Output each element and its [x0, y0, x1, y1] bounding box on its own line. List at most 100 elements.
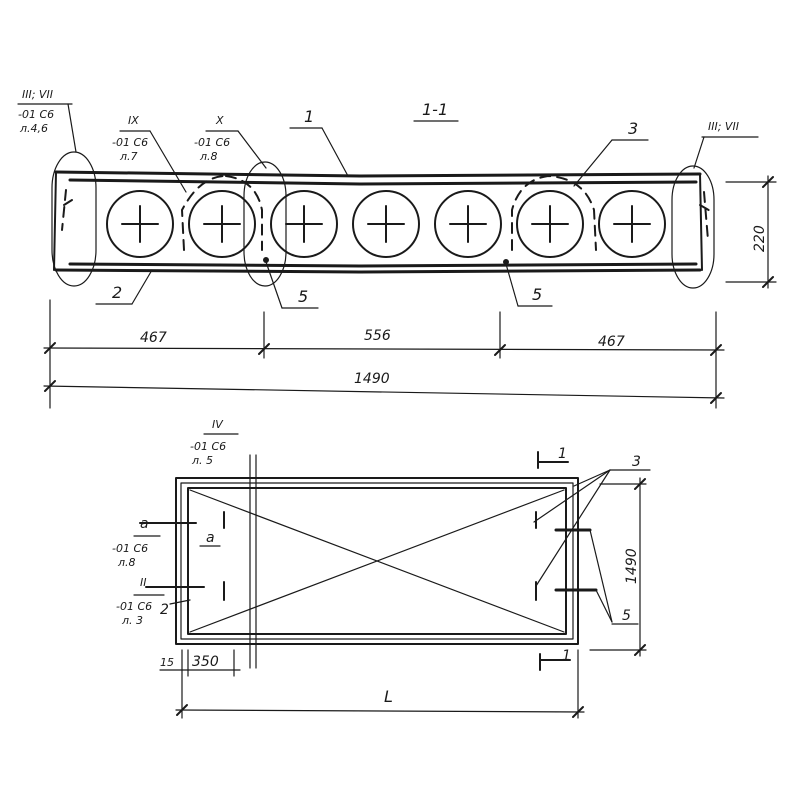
height-tick-bottom [762, 276, 774, 288]
void-circle [270, 190, 338, 258]
position-2: 2 [112, 283, 122, 302]
slab-left-end [53, 171, 57, 271]
dim-line-parts [43, 347, 725, 351]
height-tick-top [762, 176, 774, 188]
right-end-detail [699, 191, 713, 241]
plan-callout-iv-roman: IV [212, 418, 224, 431]
dim-467-left: 467 [140, 330, 167, 346]
plan-callout-iv-sheet: -01 C6 [190, 440, 226, 453]
plan-diagonal-2 [189, 489, 565, 633]
plan-length-tick-left [176, 704, 188, 716]
plan-width-tick-top [634, 478, 646, 490]
dim-467-right: 467 [598, 334, 625, 350]
plan-position-5-leader-2 [595, 589, 613, 623]
plan-width-tick-bottom [634, 644, 646, 656]
plan-dim-length-L: L [384, 687, 393, 706]
plan-section-mark-top: 1 [558, 446, 567, 462]
plan-inner-edge [187, 487, 567, 635]
left-end-detail [61, 189, 73, 231]
tick-6 [710, 392, 722, 404]
callout-left-sheet: -01 C6 [18, 108, 54, 121]
tick-4 [710, 344, 722, 356]
callout-left-leader [67, 103, 77, 153]
plan-callout-a-page: л.8 [117, 556, 136, 569]
tick-2 [258, 343, 270, 355]
dim-556: 556 [364, 328, 391, 344]
dim-height-220: 220 [752, 225, 768, 252]
callout-ix-leader [149, 130, 187, 193]
rebar-arc-left-2 [225, 175, 263, 251]
hollow-core-voids [106, 190, 666, 258]
plan-position-3-leader-1 [533, 469, 611, 523]
void-circle [106, 190, 174, 258]
void-circle [434, 190, 502, 258]
section-view: 1-1 III; VII -01 C6 л.4,6 IX -01 C6 л.7 [17, 88, 777, 409]
plan-callout-ii-page: л. 3 [121, 614, 143, 627]
detail-oval-left [51, 151, 97, 287]
plan-section-a-mark: a [206, 530, 215, 546]
callout-x-sheet: -01 C6 [194, 136, 230, 149]
plan-dim-width-1490: 1490 [624, 548, 640, 584]
callout-ix-page: л.7 [119, 150, 138, 163]
section-title: 1-1 [422, 100, 448, 119]
tick-5 [44, 380, 56, 392]
void-circle [352, 190, 420, 258]
plan-position-3-leader-3 [573, 469, 611, 487]
slab-right-end [699, 173, 703, 271]
plan-section-mark-bottom: 1 [562, 648, 571, 664]
detail-oval-mid [243, 161, 287, 287]
plan-position-3-leader-2 [535, 469, 611, 587]
tick-1 [44, 342, 56, 354]
plan-position-5: 5 [622, 608, 631, 624]
plan-dim-350: 350 [192, 654, 219, 670]
plan-dim-line-length [175, 709, 585, 713]
dim-1490-total: 1490 [354, 371, 390, 387]
plan-edge-2 [180, 482, 574, 640]
tick-3 [494, 344, 506, 356]
plan-position-2-leader [169, 599, 191, 605]
plan-outer-edge [175, 477, 579, 645]
void-circle [188, 190, 256, 258]
plan-position-2: 2 [160, 602, 169, 618]
callout-right-roman: III; VII [708, 120, 739, 133]
callout-x-leader [237, 130, 267, 169]
rebar-arc-left [181, 175, 227, 251]
plan-position-3: 3 [632, 454, 641, 470]
callout-left-page: л.4,6 [19, 122, 48, 135]
slab-bottom-edge [54, 268, 702, 274]
callout-left-roman: III; VII [22, 88, 53, 101]
plan-callout-iv-page: л. 5 [191, 454, 213, 467]
dim-line-total [43, 385, 725, 399]
plan-length-tick-right [572, 706, 584, 718]
callout-x-roman: X [215, 114, 224, 127]
slab-top-inner-edge [68, 178, 698, 186]
callout-x-page: л.8 [199, 150, 218, 163]
position-3: 3 [628, 119, 638, 138]
rebar-arc-right [511, 175, 597, 251]
detail-oval-right [671, 165, 715, 289]
plan-callout-ii-roman: II [140, 576, 147, 589]
plan-callout-ii-sheet: -01 C6 [116, 600, 152, 613]
position-1-leader [321, 127, 349, 177]
callout-ix-sheet: -01 C6 [112, 136, 148, 149]
position-5b: 5 [532, 285, 542, 304]
position-5a: 5 [298, 287, 308, 306]
position-2-leader [131, 269, 153, 305]
callout-ix-roman: IX [128, 114, 139, 127]
plan-position-5-leader-1 [589, 529, 613, 623]
marker-dot-left [263, 257, 269, 263]
marker-dot-right [503, 259, 509, 265]
position-3-leader [573, 139, 613, 187]
plan-dim-15: 15 [160, 656, 174, 669]
callout-right-leader [693, 136, 705, 169]
slab-top-edge [54, 170, 702, 178]
slab-bottom-inner-edge [68, 262, 698, 268]
position-1: 1 [304, 107, 314, 126]
position-5a-leader [265, 261, 283, 309]
void-circle [598, 190, 666, 258]
plan-callout-a-sheet: -01 C6 [112, 542, 148, 555]
position-5b-leader [505, 263, 519, 307]
void-circle [516, 190, 584, 258]
plan-view: IV -01 C6 л. 5 a -01 C6 л.8 a II -01 C6 … [112, 418, 651, 719]
